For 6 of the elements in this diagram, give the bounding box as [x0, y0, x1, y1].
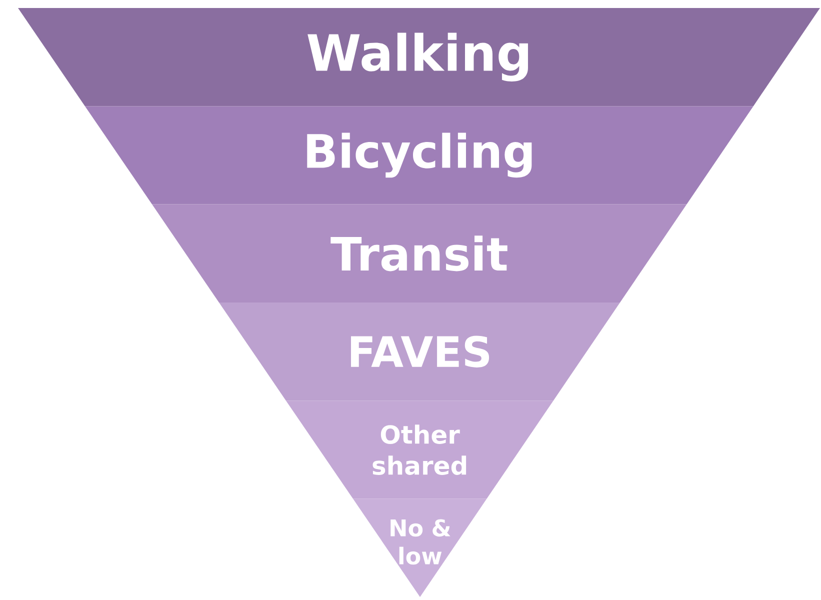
pyramid-band: FAVES: [219, 302, 620, 401]
pyramid-band: Walking: [18, 8, 820, 106]
pyramid-band: Bicycling: [85, 106, 754, 204]
pyramid-band: Transit: [152, 204, 687, 302]
pyramid-band: No & low: [353, 498, 487, 597]
pyramid-band: Other shared: [286, 400, 554, 499]
